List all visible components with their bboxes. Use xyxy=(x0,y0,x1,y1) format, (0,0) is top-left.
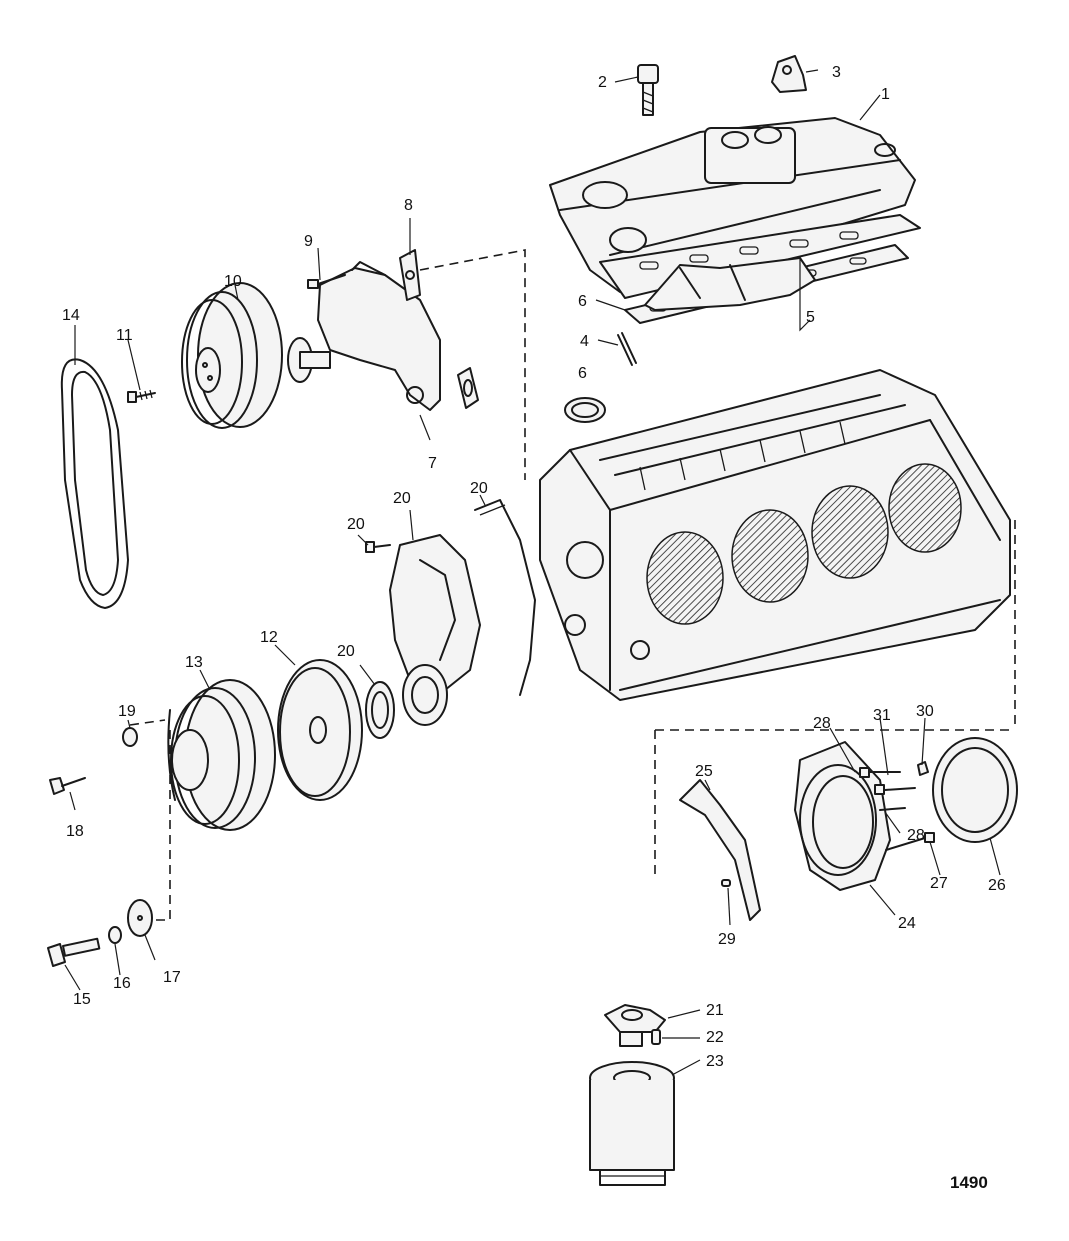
water-pump xyxy=(287,261,441,411)
callout-3: 3 xyxy=(832,64,841,81)
callout-9: 9 xyxy=(304,233,313,250)
lock-washer xyxy=(108,926,122,944)
callout-15: 15 xyxy=(73,991,91,1008)
callout-17: 17 xyxy=(163,969,181,986)
callout-21: 21 xyxy=(706,1002,724,1019)
assembly-guide-lines xyxy=(129,249,1016,921)
figure-number: 1490 xyxy=(950,1173,988,1192)
rear-seal-retainer xyxy=(794,741,891,891)
callout-28-lower: 28 xyxy=(907,827,925,844)
callout-20-bolt: 20 xyxy=(347,516,365,533)
callout-19: 19 xyxy=(118,703,136,720)
oil-filter xyxy=(589,1061,675,1186)
flat-washer xyxy=(127,899,153,937)
callout-1: 1 xyxy=(881,86,890,103)
callout-14: 14 xyxy=(62,307,80,324)
callout-11: 11 xyxy=(116,327,133,344)
callout-25: 25 xyxy=(695,763,713,780)
manifold-bolt xyxy=(637,64,659,116)
callout-16: 16 xyxy=(113,975,131,992)
callout-2: 2 xyxy=(598,74,607,91)
callout-24: 24 xyxy=(898,915,916,932)
callout-29: 29 xyxy=(718,931,736,948)
callout-20-seal: 20 xyxy=(337,643,355,660)
pump-gasket-small xyxy=(457,367,479,409)
pulley-bolt-18 xyxy=(49,777,86,795)
callout-20-gasket: 20 xyxy=(470,480,488,497)
balancer-bolt xyxy=(47,937,101,967)
crankshaft-pulley xyxy=(167,679,276,831)
timing-cover-gasket xyxy=(474,499,536,696)
callout-7: 7 xyxy=(428,455,437,472)
callout-18: 18 xyxy=(66,823,84,840)
callout-20-cover: 20 xyxy=(393,490,411,507)
o-ring xyxy=(564,397,606,423)
drive-belt xyxy=(60,358,129,609)
timing-cover-bolt xyxy=(365,541,391,553)
callout-23: 23 xyxy=(706,1053,724,1070)
callout-6-lower: 6 xyxy=(578,365,587,382)
lifting-bracket xyxy=(771,55,807,93)
callout-31: 31 xyxy=(873,707,891,724)
timing-cover xyxy=(389,534,481,726)
stud xyxy=(617,332,637,366)
oil-filter-adapter xyxy=(604,1004,666,1047)
pump-bolt xyxy=(307,274,346,289)
water-pump-pulley xyxy=(181,282,283,429)
callout-13: 13 xyxy=(185,654,203,671)
rear-gasket xyxy=(679,779,761,921)
callout-30: 30 xyxy=(916,703,934,720)
callout-10: 10 xyxy=(224,273,242,290)
retainer-bolts xyxy=(859,761,935,851)
engine-block xyxy=(539,369,1011,701)
dowel-pin xyxy=(721,879,731,887)
pulley-bolt xyxy=(127,389,156,403)
harmonic-balancer xyxy=(277,659,363,801)
oil-pressure-plug xyxy=(651,1029,661,1045)
callout-4: 4 xyxy=(580,333,589,350)
callout-5: 5 xyxy=(806,309,815,326)
callout-labels: 1 2 3 4 5 6 6 7 8 9 10 11 12 13 14 15 16… xyxy=(62,64,1006,1070)
callout-28-upper: 28 xyxy=(813,715,831,732)
callout-26: 26 xyxy=(988,877,1006,894)
valley-cover xyxy=(644,257,816,311)
callout-8: 8 xyxy=(404,197,413,214)
callout-27: 27 xyxy=(930,875,948,892)
callout-leaders xyxy=(64,69,1001,1076)
front-seal xyxy=(365,681,395,739)
rear-main-seal xyxy=(932,737,1018,843)
callout-22: 22 xyxy=(706,1029,724,1046)
callout-6-upper: 6 xyxy=(578,293,587,310)
washer xyxy=(122,727,138,747)
callout-12: 12 xyxy=(260,629,278,646)
